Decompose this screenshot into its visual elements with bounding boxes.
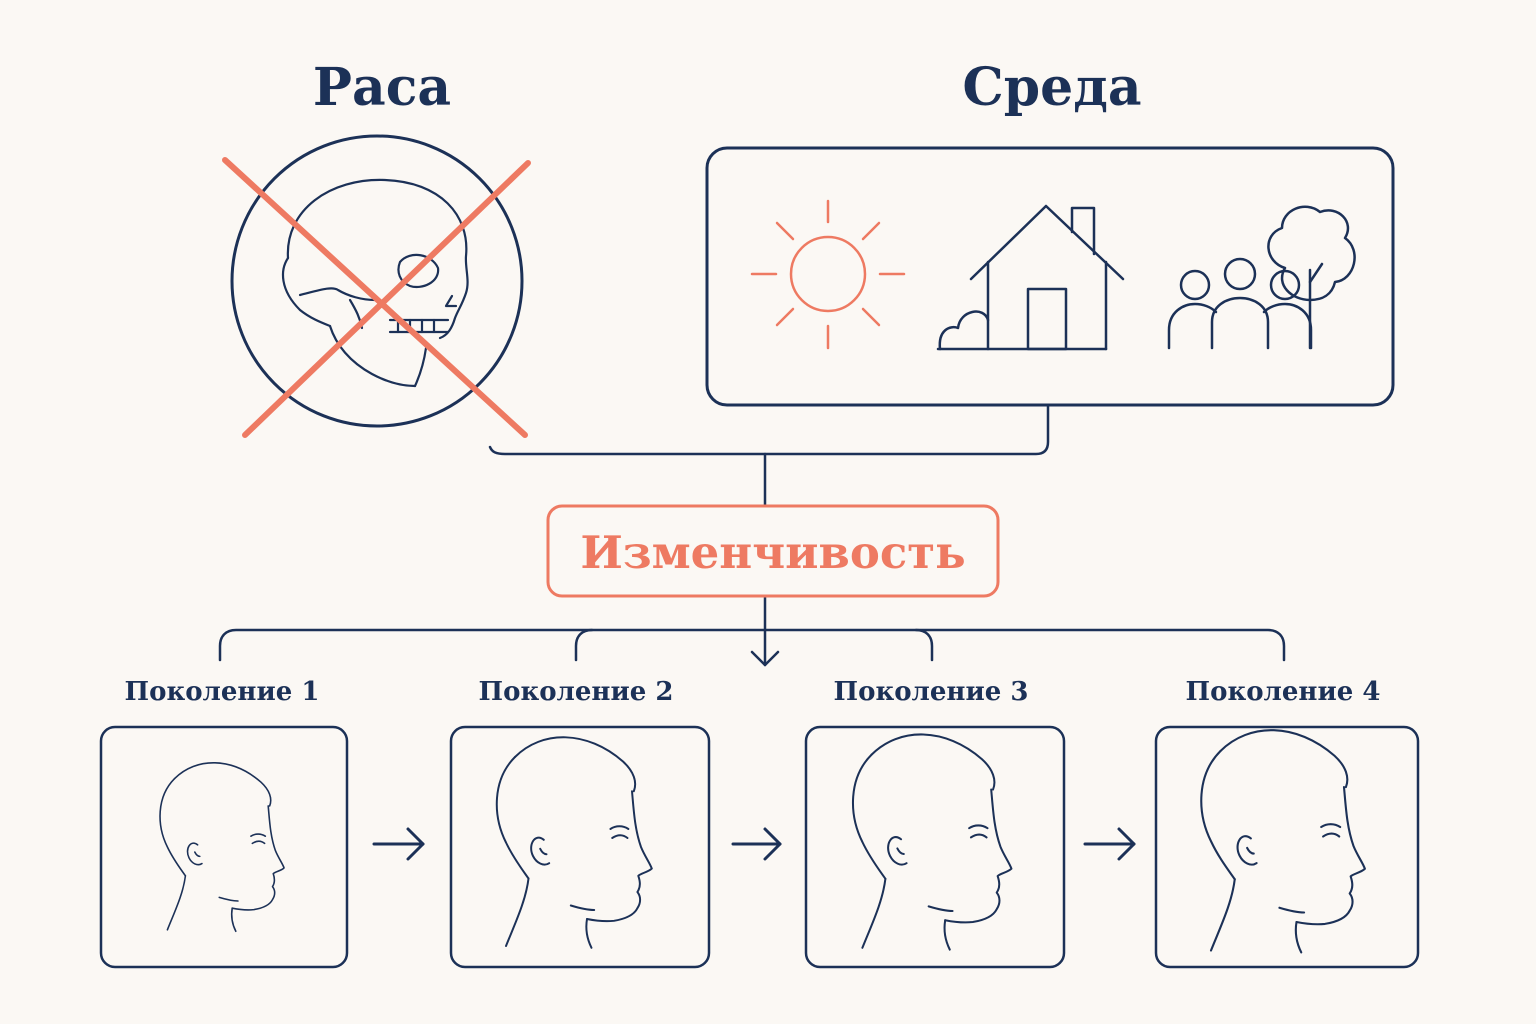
generation-label-1: Поколение 1	[125, 677, 320, 707]
generation-arrows	[372, 827, 1136, 861]
variability-label: Изменчивость	[580, 526, 965, 579]
environment-box	[705, 146, 1395, 407]
sun-icon	[750, 199, 906, 350]
generation-box-4	[1154, 725, 1420, 969]
man-profile-icon	[1200, 729, 1366, 954]
generation-label-4: Поколение 4	[1186, 677, 1381, 707]
adult-profile-icon	[851, 733, 1013, 951]
arrow-right-icon	[731, 827, 782, 861]
generation-label-3: Поколение 3	[834, 677, 1029, 707]
generation-box-1	[99, 725, 349, 969]
generation-box-3	[804, 725, 1066, 969]
generation-box-2	[449, 725, 711, 969]
youth-profile-icon	[495, 736, 653, 949]
variability-box	[546, 504, 1000, 598]
arrow-right-icon	[372, 827, 425, 861]
child-profile-icon	[159, 762, 285, 933]
environment-title: Среда	[962, 57, 1141, 118]
people-trees-icon	[1167, 205, 1356, 350]
arrow-right-icon	[1083, 827, 1136, 861]
race-title: Раса	[313, 57, 451, 118]
connector-lines	[218, 403, 1286, 667]
house-icon	[936, 204, 1125, 351]
generation-label-2: Поколение 2	[479, 677, 674, 707]
crossed-skull-icon	[222, 134, 531, 438]
